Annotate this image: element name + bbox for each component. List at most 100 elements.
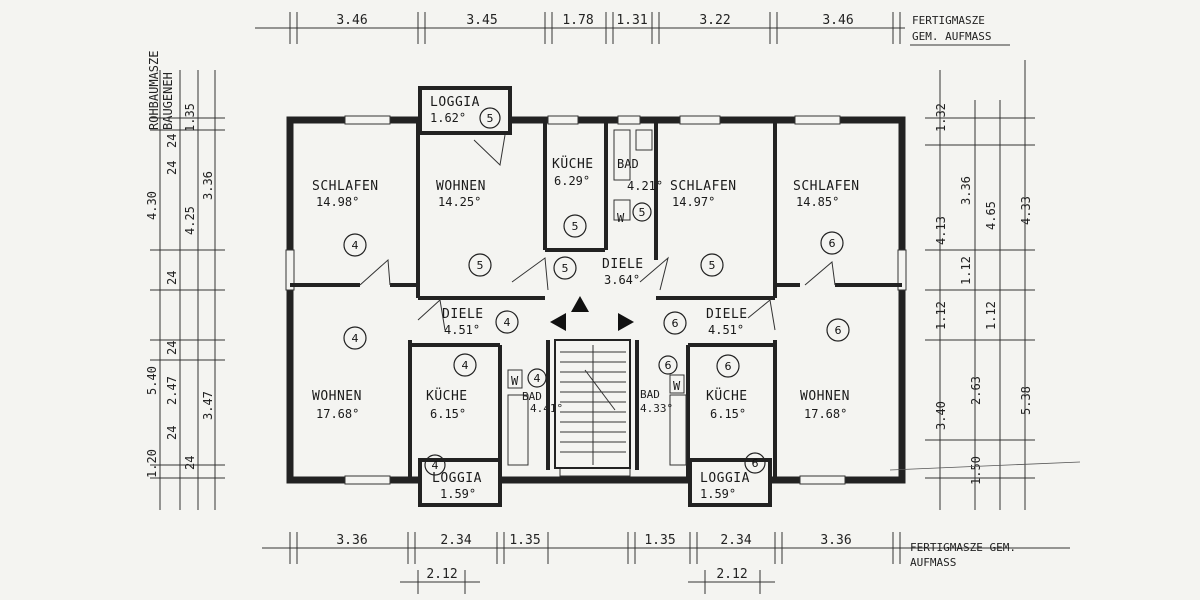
left-note-1: ROHBAUMASZE <box>147 51 161 130</box>
top-dim-6: 3.46 <box>822 13 853 28</box>
arrow-left-icon <box>550 313 566 331</box>
room-name: KÜCHE <box>426 387 468 404</box>
loggias: LOGGIA 1.62° 5 LOGGIA 1.59° 4 LOGGIA 1.5… <box>418 86 772 507</box>
right-col2-dim-2: 1.12 <box>959 256 973 285</box>
right-col1-dim-5: 1.50 <box>969 456 983 485</box>
arrow-up-icon <box>571 296 589 312</box>
bottom-dim-6: 3.36 <box>820 533 851 548</box>
toilet-icon <box>613 199 631 221</box>
unit-marker-number: 4 <box>504 316 511 329</box>
left-dimension-chains: ROHBAUMASZE BAUGENEH 4.30 5.40 1.35 3.36… <box>145 51 225 510</box>
bathtub-icon <box>507 394 529 466</box>
unit-marker <box>744 452 766 474</box>
top-dim-5: 3.22 <box>699 13 730 28</box>
room-name: WOHNEN <box>800 389 850 404</box>
room-name: BAD <box>617 157 639 171</box>
left-mid-dim-6: 1.20 <box>145 449 159 478</box>
room-area: 4.51° <box>444 323 480 337</box>
outer-walls <box>286 116 906 484</box>
unit-marker <box>553 256 577 280</box>
room-area: 17.68° <box>316 407 359 421</box>
unit-marker-number: 6 <box>835 324 842 337</box>
loggia-area: 1.62° <box>430 111 466 125</box>
unit-marker-number: 4 <box>352 239 359 252</box>
bathtub-icon <box>613 129 631 181</box>
top-dim-4: 1.31 <box>616 13 647 28</box>
room-area: 14.97° <box>672 195 715 209</box>
left-mid-dim-2: 3.36 <box>201 171 215 200</box>
unit-marker-number: 5 <box>562 262 569 275</box>
room-area: 4.41° <box>530 402 563 415</box>
bathroom-fixtures: W W W <box>507 129 687 466</box>
bottom-dim-4: 1.35 <box>644 533 675 548</box>
room-name: DIELE <box>602 257 644 272</box>
top-dim-note-2: GEM. AUFMASS <box>912 30 991 43</box>
unit-marker-number: 4 <box>534 372 541 385</box>
room-name: SCHLAFEN <box>670 179 737 194</box>
room-name: KÜCHE <box>552 155 594 172</box>
left-inner-dim-1: 24 <box>165 134 179 148</box>
unit-marker <box>424 454 446 476</box>
right-col1-dim-1: 1.32 <box>934 103 948 132</box>
unit-marker <box>343 233 367 257</box>
room-name: DIELE <box>706 307 748 322</box>
left-mid-dim-3: 4.25 <box>183 206 197 235</box>
room-name: WOHNEN <box>312 389 362 404</box>
left-inner-dim-2: 24 <box>165 161 179 175</box>
room-area: 14.85° <box>796 195 839 209</box>
unit-marker-number: 6 <box>725 360 732 373</box>
interior-walls <box>290 120 902 480</box>
room-area: 14.25° <box>438 195 481 209</box>
unit-marker <box>527 368 547 388</box>
bottom-dim-note-1: FERTIGMASZE GEM. <box>910 541 1016 554</box>
unit-marker <box>820 231 844 255</box>
unit-marker-number: 5 <box>572 220 579 233</box>
right-col2-dim-1: 3.36 <box>959 176 973 205</box>
bottom-dimension-chain: 3.36 2.34 1.35 1.35 2.34 3.36 FERTIGMASZ… <box>262 532 1070 594</box>
bottom-dim-1: 3.36 <box>336 533 367 548</box>
left-note-2: BAUGENEH <box>161 72 175 130</box>
top-dim-note-1: FERTIGMASZE <box>912 14 985 27</box>
top-dim-3: 1.78 <box>562 13 593 28</box>
bottom-subdim-1: 2.12 <box>426 567 457 582</box>
room-name: DIELE <box>442 307 484 322</box>
room-name: SCHLAFEN <box>312 179 379 194</box>
room-area: 6.29° <box>554 174 590 188</box>
bottom-dim-2: 2.34 <box>440 533 471 548</box>
right-col2-dim-3: 2.63 <box>969 376 983 405</box>
room-labels: SCHLAFEN 14.98° 4 WOHNEN 14.25° 5 KÜCHE … <box>312 155 860 421</box>
wc-mark: W <box>617 211 625 225</box>
left-inner-dim-5: 24 <box>165 426 179 440</box>
room-name: SCHLAFEN <box>793 179 860 194</box>
room-name: WOHNEN <box>436 179 486 194</box>
unit-marker <box>468 253 492 277</box>
entrance-arrows <box>550 296 634 331</box>
wc-mark: W <box>511 374 519 388</box>
loggia-area: 1.59° <box>700 487 736 501</box>
right-dimension-chains: 1.32 4.13 1.12 3.40 1.50 3.36 1.12 2.63 … <box>925 60 1035 510</box>
unit-marker-number: 5 <box>477 259 484 272</box>
unit-marker <box>700 253 724 277</box>
stair-steps <box>560 345 626 465</box>
top-dim-1: 3.46 <box>336 13 367 28</box>
bottom-dim-3: 1.35 <box>509 533 540 548</box>
left-mid-dim-1: 1.35 <box>183 103 197 132</box>
unit-marker-number: 6 <box>672 317 679 330</box>
room-area: 4.51° <box>708 323 744 337</box>
right-col3-dim-2: 1.12 <box>984 301 998 330</box>
unit-marker-number: 4 <box>352 332 359 345</box>
unit-marker <box>716 354 740 378</box>
room-area: 6.15° <box>430 407 466 421</box>
room-name: KÜCHE <box>706 387 748 404</box>
left-inner-dim-6: 24 <box>183 456 197 470</box>
unit-marker <box>563 214 587 238</box>
left-inner-dim-4: 24 <box>165 341 179 355</box>
right-col4-dim-1: 4.33 <box>1019 196 1033 225</box>
left-outer-dim-2: 5.40 <box>145 366 159 395</box>
door-swings <box>359 134 836 331</box>
unit-marker <box>663 311 687 335</box>
room-area: 3.64° <box>604 273 640 287</box>
room-name: BAD <box>640 388 660 401</box>
unit-marker-number: 4 <box>462 359 469 372</box>
